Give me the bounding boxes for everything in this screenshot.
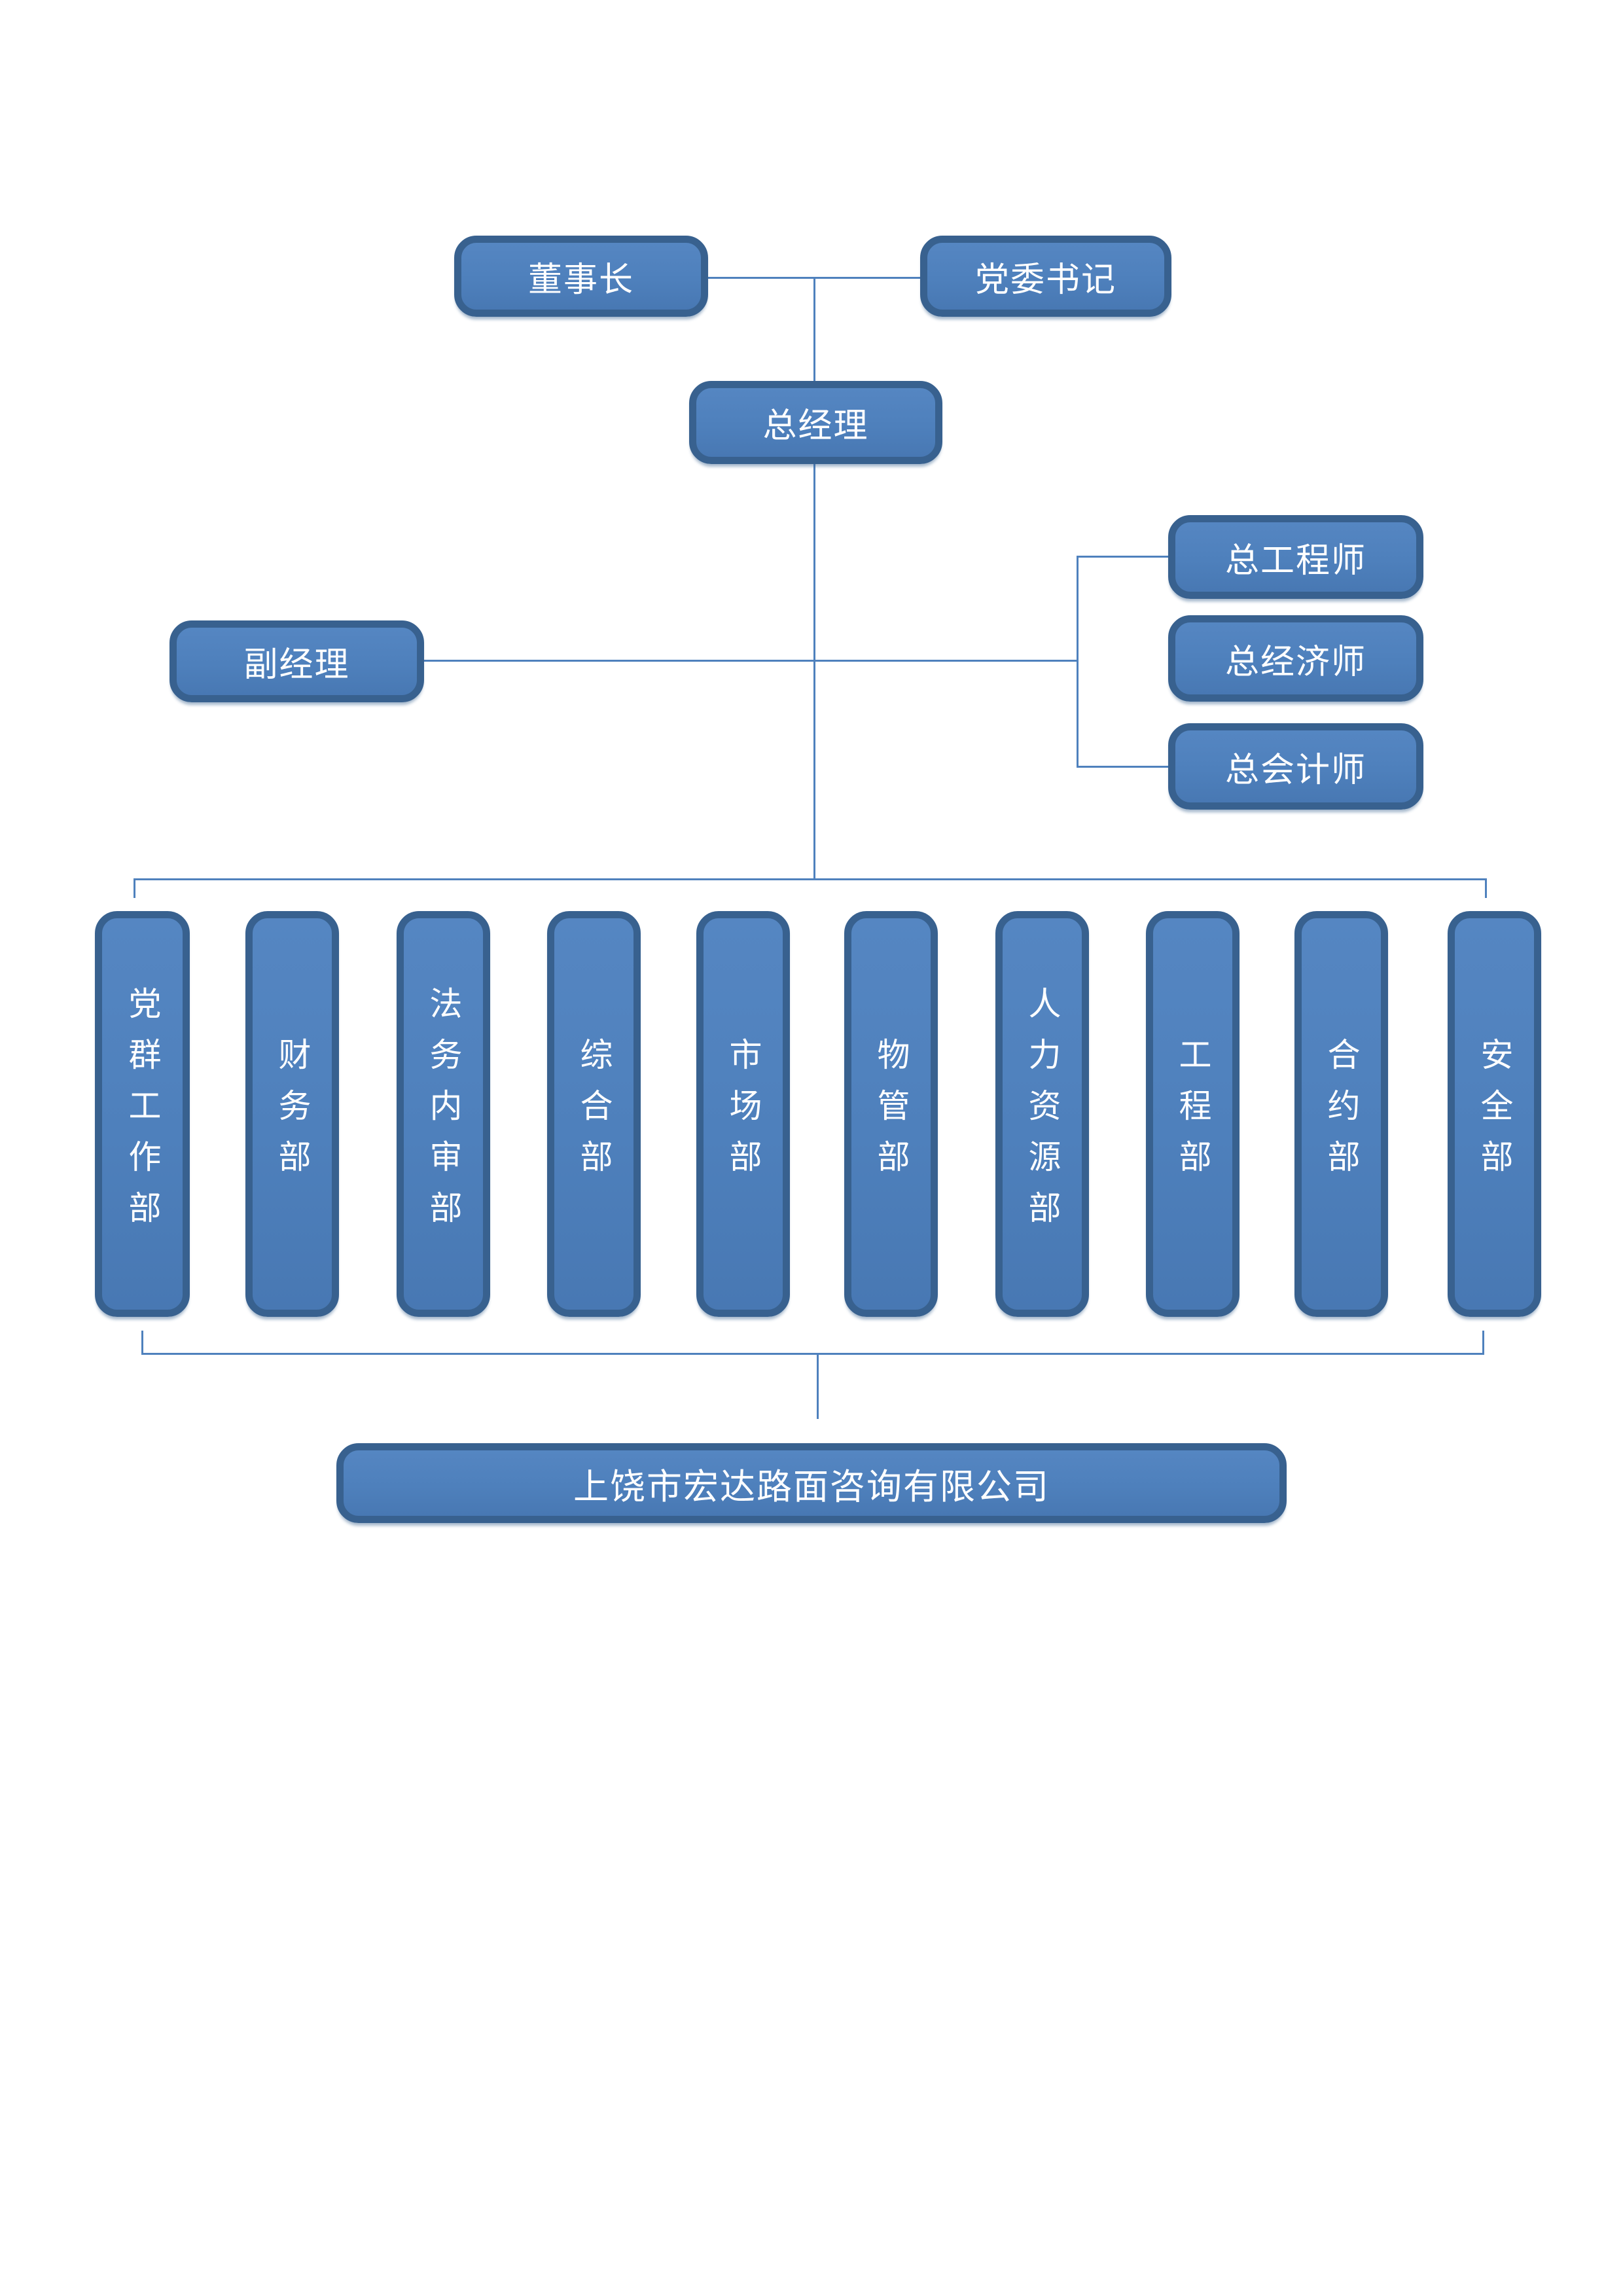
node-general-manager: 总经理: [689, 381, 942, 464]
connector-collector-tick-left: [141, 1331, 143, 1353]
node-chairman: 董事长: [454, 236, 708, 317]
department-label: 物管部: [872, 1037, 910, 1191]
department-label: 综合部: [575, 1037, 613, 1191]
node-chief-economist-label: 总经济师: [1224, 642, 1366, 682]
connector-collector-tick-right: [1482, 1331, 1484, 1353]
connector-staff-bracket-vertical: [1077, 556, 1079, 768]
node-chief-accountant: 总会计师: [1168, 723, 1423, 810]
department-label: 法务内审部: [424, 986, 463, 1242]
node-department-property-management: 物管部: [844, 911, 938, 1317]
department-label: 合约部: [1322, 1037, 1361, 1191]
node-chairman-label: 董事长: [527, 260, 634, 300]
node-party-secretary-label: 党委书记: [974, 260, 1116, 300]
connector-deputy-horizontal: [424, 660, 1077, 662]
department-label: 安全部: [1475, 1037, 1514, 1191]
connector-trunk-lower: [813, 464, 815, 878]
connector-distributor-tick-right: [1485, 878, 1487, 898]
node-general-manager-label: 总经理: [762, 406, 869, 446]
department-label: 市场部: [724, 1037, 762, 1191]
node-chief-economist: 总经济师: [1168, 615, 1423, 702]
node-company: 上饶市宏达路面咨询有限公司: [336, 1443, 1287, 1523]
node-department-human-resources: 人力资源部: [995, 911, 1089, 1317]
connector-company-drop: [817, 1353, 819, 1419]
node-department-legal-audit: 法务内审部: [397, 911, 490, 1317]
node-department-safety: 安全部: [1448, 911, 1541, 1317]
node-department-engineering: 工程部: [1146, 911, 1240, 1317]
connector-staff-bracket-bottom: [1077, 766, 1168, 768]
connector-collector-horizontal: [141, 1353, 1484, 1355]
department-label: 党群工作部: [123, 986, 162, 1242]
node-department-marketing: 市场部: [696, 911, 790, 1317]
node-company-label: 上饶市宏达路面咨询有限公司: [573, 1465, 1050, 1507]
node-deputy-manager: 副经理: [169, 620, 424, 702]
node-party-secretary: 党委书记: [920, 236, 1171, 317]
node-department-general-affairs: 综合部: [547, 911, 641, 1317]
node-department-party-mass-work: 党群工作部: [95, 911, 190, 1317]
connector-distributor-tick-left: [134, 878, 135, 898]
node-department-contracts: 合约部: [1294, 911, 1388, 1317]
node-department-finance: 财务部: [245, 911, 339, 1317]
department-label: 财务部: [273, 1037, 312, 1191]
node-chief-engineer: 总工程师: [1168, 515, 1423, 599]
connector-trunk-upper: [813, 278, 815, 381]
node-chief-engineer-label: 总工程师: [1224, 541, 1366, 581]
node-deputy-manager-label: 副经理: [243, 645, 350, 685]
department-label: 工程部: [1173, 1037, 1212, 1191]
node-chief-accountant-label: 总会计师: [1224, 750, 1366, 790]
connector-departments-distributor: [134, 878, 1487, 880]
department-label: 人力资源部: [1023, 986, 1061, 1242]
connector-staff-bracket-top: [1077, 556, 1168, 558]
connector-chairman-secretary: [708, 277, 920, 279]
